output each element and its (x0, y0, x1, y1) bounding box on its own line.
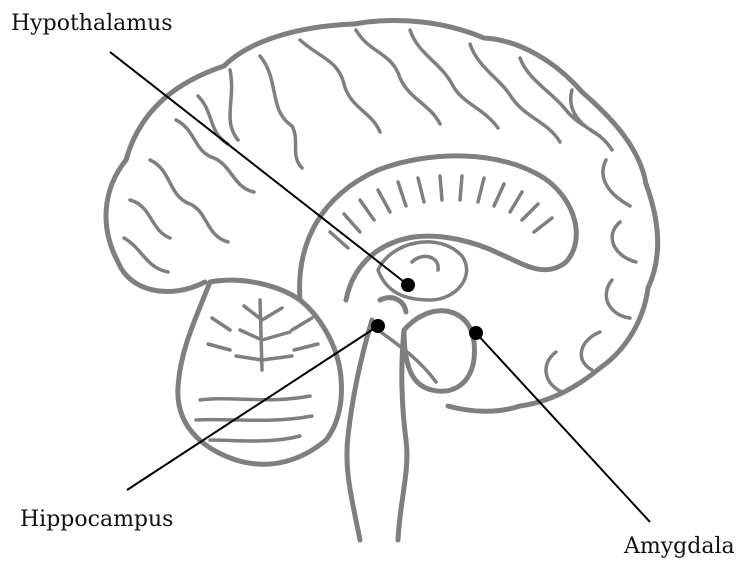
hypothalamus-label: Hypothalamus (11, 13, 173, 35)
amygdala-dot (469, 326, 483, 340)
amygdala-leader (476, 333, 650, 522)
hypothalamus-leader (110, 52, 408, 285)
hippocampus-label: Hippocampus (20, 509, 173, 531)
hippocampus-dot (371, 319, 385, 333)
hypothalamus-dot (401, 278, 415, 292)
corpus-callosum (300, 156, 577, 300)
gyrus-lines (124, 30, 636, 392)
amygdala-label: Amygdala (624, 536, 735, 558)
cerebellum-arbor (196, 300, 318, 441)
